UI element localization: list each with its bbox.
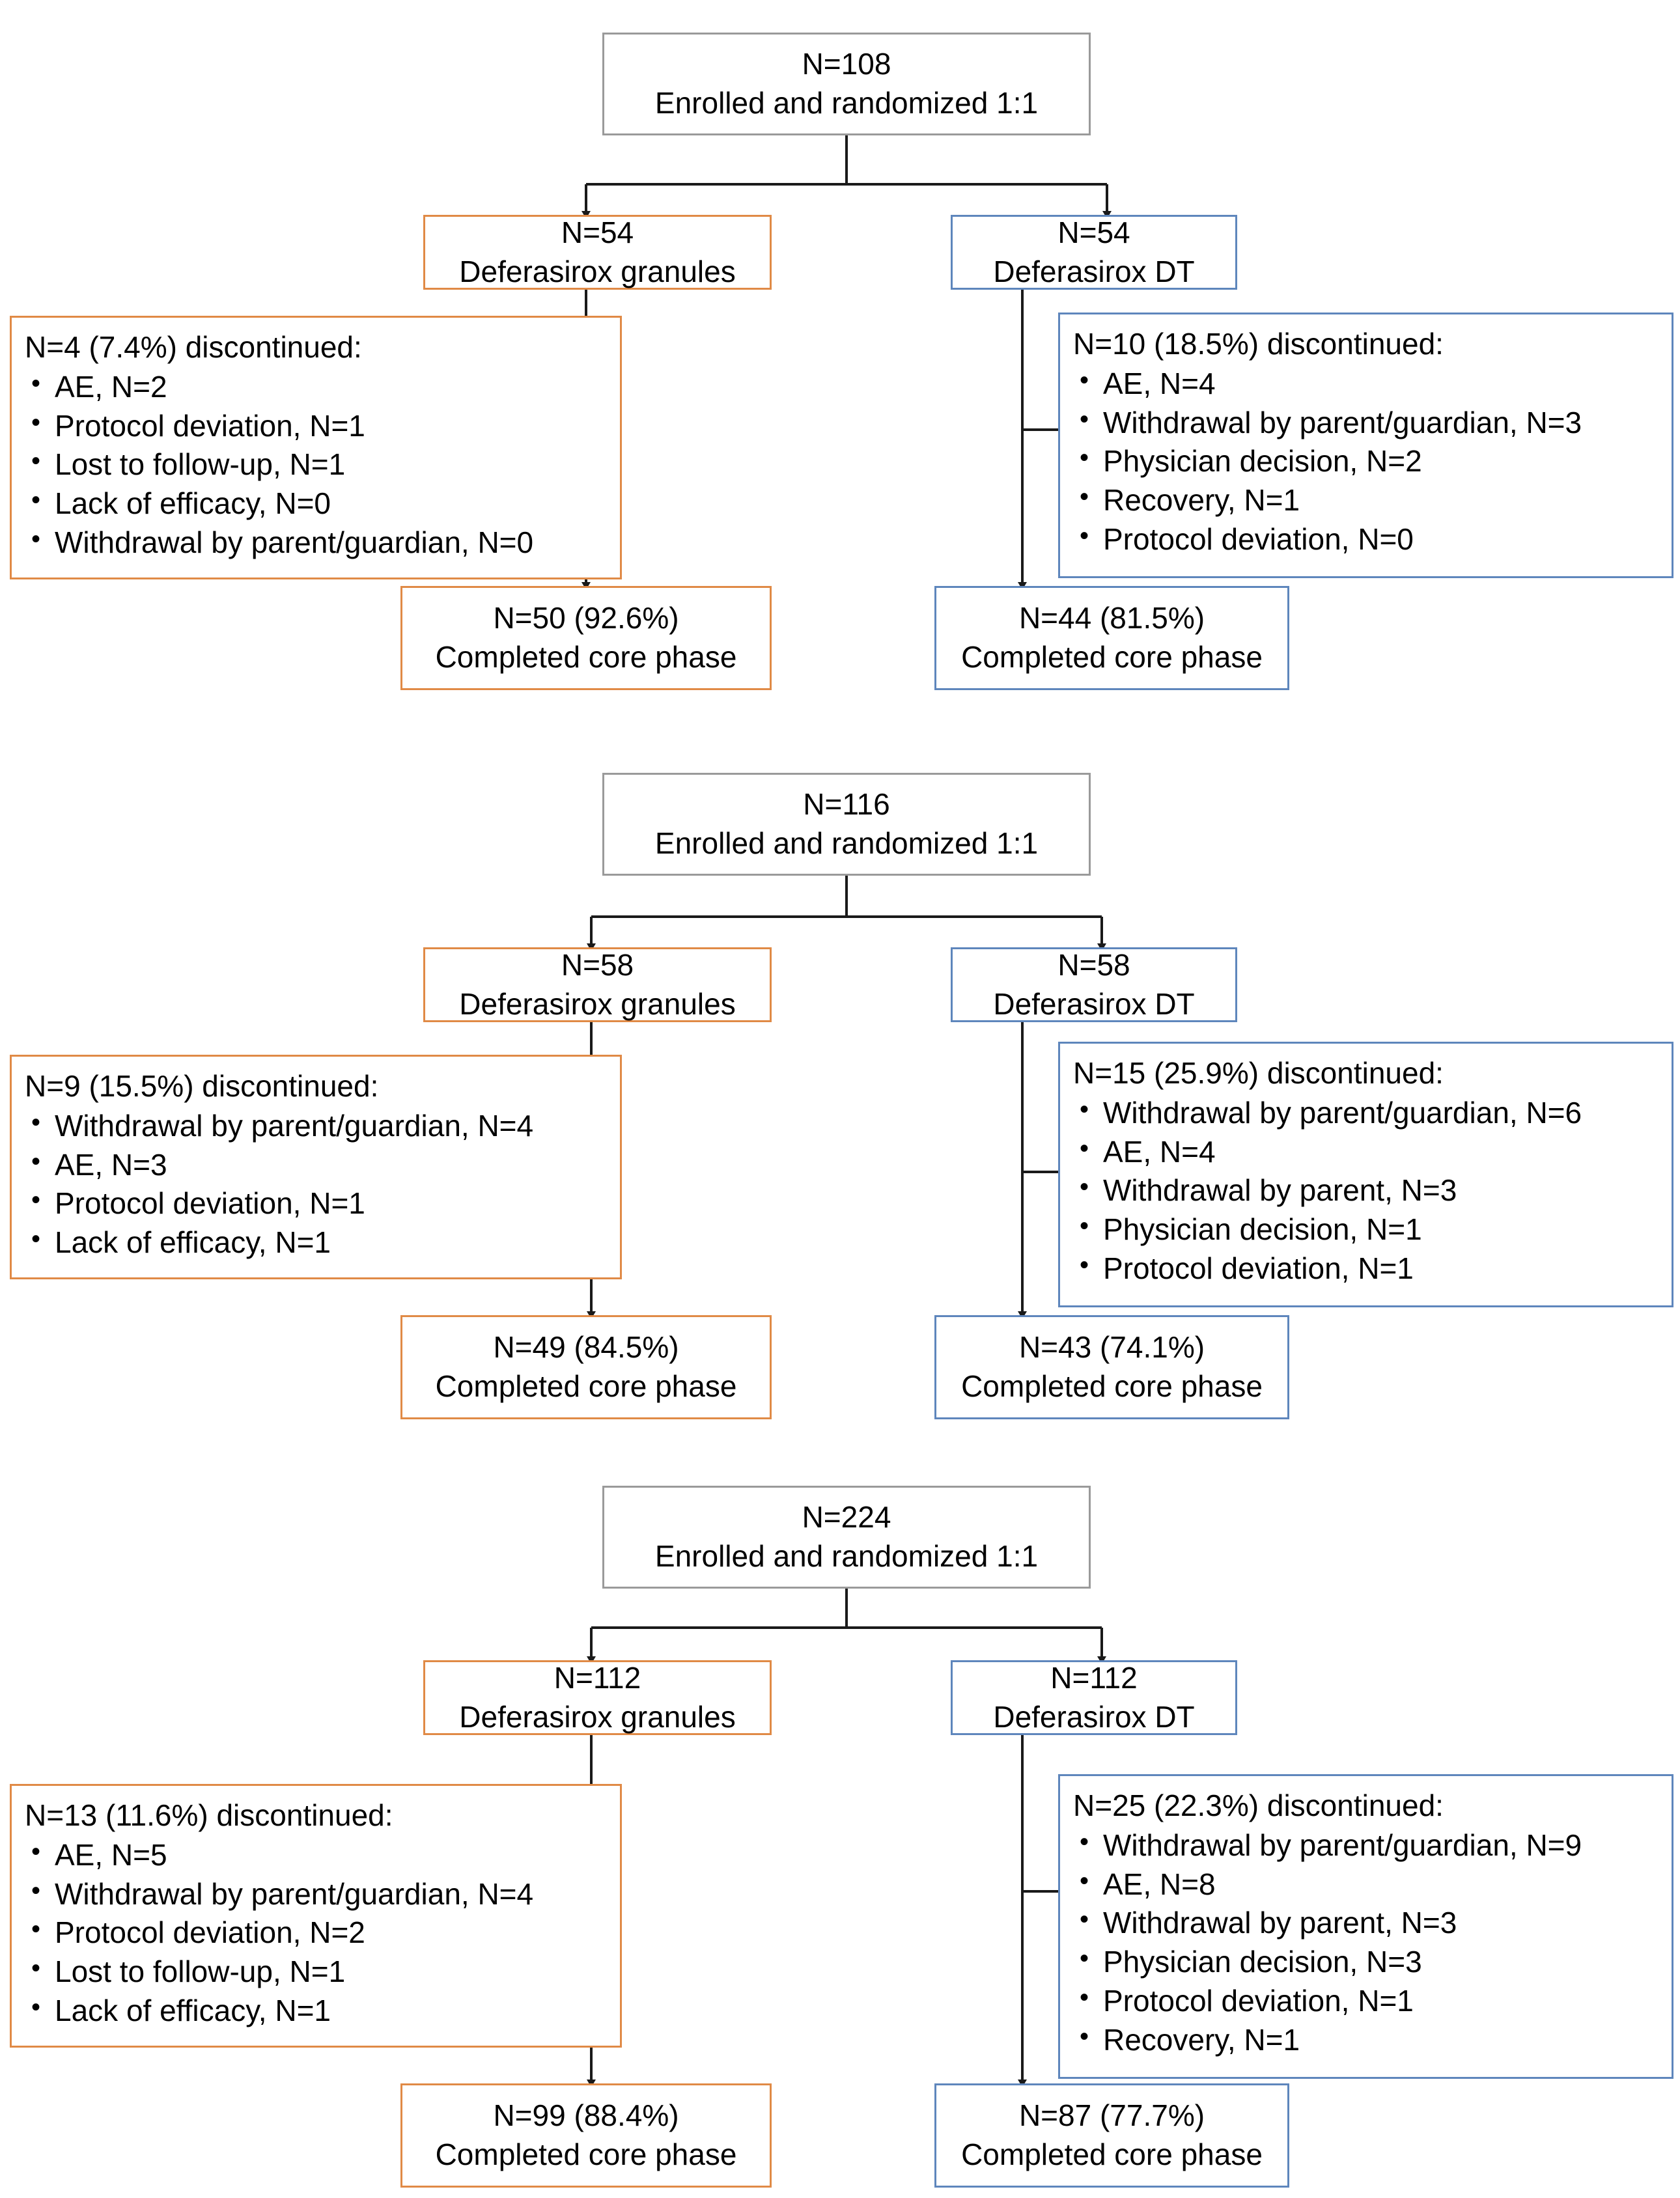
discontinued-box-dt-panel-1: N=10 (18.5%) discontinued: AE, N=4 Withd…	[1058, 313, 1673, 578]
completed-box-dt-panel-3: N=87 (77.7%) Completed core phase	[934, 2083, 1289, 2188]
completed-box-granules-panel-2: N=49 (84.5%) Completed core phase	[400, 1315, 772, 1419]
arm-box-dt-panel-3: N=112 Deferasirox DT	[951, 1660, 1237, 1735]
enrolled-count: N=108	[802, 47, 891, 81]
list-item: Recovery, N=1	[1073, 480, 1659, 520]
list-item: Lack of efficacy, N=1	[25, 1222, 607, 1262]
list-item: AE, N=8	[1073, 1864, 1659, 1904]
completed-label: Completed core phase	[961, 1369, 1263, 1403]
discontinued-header: N=4 (7.4%) discontinued:	[25, 330, 362, 364]
completed-count: N=49 (84.5%)	[493, 1330, 679, 1365]
completed-box-granules-panel-3: N=99 (88.4%) Completed core phase	[400, 2083, 772, 2188]
list-item: Withdrawal by parent/guardian, N=3	[1073, 402, 1659, 443]
completed-label: Completed core phase	[961, 2137, 1263, 2171]
arm-name: Deferasirox granules	[459, 1699, 736, 1734]
discontinued-reason-list: AE, N=5 Withdrawal by parent/guardian, N…	[25, 1835, 607, 2031]
arm-name: Deferasirox DT	[993, 986, 1195, 1021]
arm-box-granules-panel-3: N=112 Deferasirox granules	[423, 1660, 772, 1735]
list-item: Protocol deviation, N=1	[1073, 1981, 1659, 2021]
arm-name: Deferasirox granules	[459, 986, 736, 1021]
enrolled-count: N=116	[803, 787, 890, 822]
completed-label: Completed core phase	[435, 2137, 737, 2171]
enrolled-description: Enrolled and randomized 1:1	[654, 86, 1039, 120]
discontinued-box-dt-panel-3: N=25 (22.3%) discontinued: Withdrawal by…	[1058, 1774, 1673, 2079]
enrolled-box-panel-2: N=116 Enrolled and randomized 1:1	[602, 773, 1091, 876]
list-item: Recovery, N=1	[1073, 2020, 1659, 2060]
discontinued-header: N=15 (25.9%) discontinued:	[1073, 1056, 1444, 1090]
discontinued-reason-list: Withdrawal by parent/guardian, N=9 AE, N…	[1073, 1825, 1659, 2060]
completed-count: N=99 (88.4%)	[493, 2098, 679, 2133]
list-item: Withdrawal by parent, N=3	[1073, 1902, 1659, 1943]
arm-box-granules-panel-1: N=54 Deferasirox granules	[423, 215, 772, 290]
list-item: AE, N=2	[25, 367, 607, 407]
completed-count: N=43 (74.1%)	[1018, 1330, 1205, 1365]
list-item: Withdrawal by parent/guardian, N=6	[1073, 1092, 1659, 1133]
list-item: AE, N=3	[25, 1145, 607, 1185]
discontinued-header: N=9 (15.5%) discontinued:	[25, 1069, 379, 1103]
completed-label: Completed core phase	[435, 1369, 737, 1403]
completed-box-dt-panel-1: N=44 (81.5%) Completed core phase	[934, 586, 1289, 690]
discontinued-box-granules-panel-1: N=4 (7.4%) discontinued: AE, N=2 Protoco…	[10, 316, 622, 579]
list-item: Physician decision, N=2	[1073, 441, 1659, 481]
completed-label: Completed core phase	[961, 640, 1263, 674]
completed-count: N=44 (81.5%)	[1018, 601, 1205, 635]
list-item: Withdrawal by parent/guardian, N=9	[1073, 1825, 1659, 1865]
enrolled-description: Enrolled and randomized 1:1	[654, 1539, 1039, 1573]
discontinued-reason-list: AE, N=2 Protocol deviation, N=1 Lost to …	[25, 367, 607, 563]
completed-box-dt-panel-2: N=43 (74.1%) Completed core phase	[934, 1315, 1289, 1419]
arm-count: N=112	[1050, 1660, 1138, 1695]
list-item: Withdrawal by parent/guardian, N=4	[25, 1874, 607, 1914]
list-item: Lack of efficacy, N=0	[25, 483, 607, 523]
arm-count: N=54	[561, 215, 634, 249]
list-item: Withdrawal by parent, N=3	[1073, 1170, 1659, 1210]
arm-box-granules-panel-2: N=58 Deferasirox granules	[423, 947, 772, 1022]
enrolled-box-panel-1: N=108 Enrolled and randomized 1:1	[602, 33, 1091, 135]
enrolled-description: Enrolled and randomized 1:1	[654, 826, 1039, 860]
list-item: Protocol deviation, N=2	[25, 1912, 607, 1953]
list-item: Withdrawal by parent/guardian, N=0	[25, 522, 607, 563]
discontinued-box-dt-panel-2: N=15 (25.9%) discontinued: Withdrawal by…	[1058, 1042, 1673, 1307]
discontinued-reason-list: Withdrawal by parent/guardian, N=6 AE, N…	[1073, 1092, 1659, 1288]
arm-name: Deferasirox DT	[993, 254, 1195, 288]
arm-box-dt-panel-2: N=58 Deferasirox DT	[951, 947, 1237, 1022]
arm-count: N=112	[553, 1660, 641, 1695]
list-item: Protocol deviation, N=1	[25, 1183, 607, 1223]
list-item: Protocol deviation, N=0	[1073, 519, 1659, 559]
list-item: AE, N=4	[1073, 1132, 1659, 1172]
arm-box-dt-panel-1: N=54 Deferasirox DT	[951, 215, 1237, 290]
discontinued-header: N=10 (18.5%) discontinued:	[1073, 327, 1444, 361]
discontinued-reason-list: AE, N=4 Withdrawal by parent/guardian, N…	[1073, 363, 1659, 559]
list-item: AE, N=5	[25, 1835, 607, 1875]
completed-count: N=50 (92.6%)	[493, 601, 679, 635]
list-item: Lost to follow-up, N=1	[25, 444, 607, 484]
arm-name: Deferasirox granules	[459, 254, 736, 288]
discontinued-box-granules-panel-3: N=13 (11.6%) discontinued: AE, N=5 Withd…	[10, 1784, 622, 2048]
completed-count: N=87 (77.7%)	[1018, 2098, 1205, 2133]
list-item: Protocol deviation, N=1	[1073, 1248, 1659, 1288]
list-item: Physician decision, N=1	[1073, 1209, 1659, 1249]
list-item: Lost to follow-up, N=1	[25, 1951, 607, 1992]
completed-box-granules-panel-1: N=50 (92.6%) Completed core phase	[400, 586, 772, 690]
discontinued-header: N=25 (22.3%) discontinued:	[1073, 1788, 1444, 1822]
discontinued-box-granules-panel-2: N=9 (15.5%) discontinued: Withdrawal by …	[10, 1055, 622, 1279]
arm-name: Deferasirox DT	[993, 1699, 1195, 1734]
list-item: Withdrawal by parent/guardian, N=4	[25, 1106, 607, 1146]
arm-count: N=54	[1057, 215, 1130, 249]
list-item: Physician decision, N=3	[1073, 1941, 1659, 1982]
enrolled-box-panel-3: N=224 Enrolled and randomized 1:1	[602, 1486, 1091, 1589]
enrolled-count: N=224	[802, 1500, 891, 1535]
list-item: AE, N=4	[1073, 363, 1659, 404]
list-item: Protocol deviation, N=1	[25, 406, 607, 446]
completed-label: Completed core phase	[435, 640, 737, 674]
arm-count: N=58	[561, 947, 634, 982]
discontinued-header: N=13 (11.6%) discontinued:	[25, 1798, 393, 1832]
list-item: Lack of efficacy, N=1	[25, 1990, 607, 2031]
arm-count: N=58	[1057, 947, 1130, 982]
discontinued-reason-list: Withdrawal by parent/guardian, N=4 AE, N…	[25, 1106, 607, 1262]
